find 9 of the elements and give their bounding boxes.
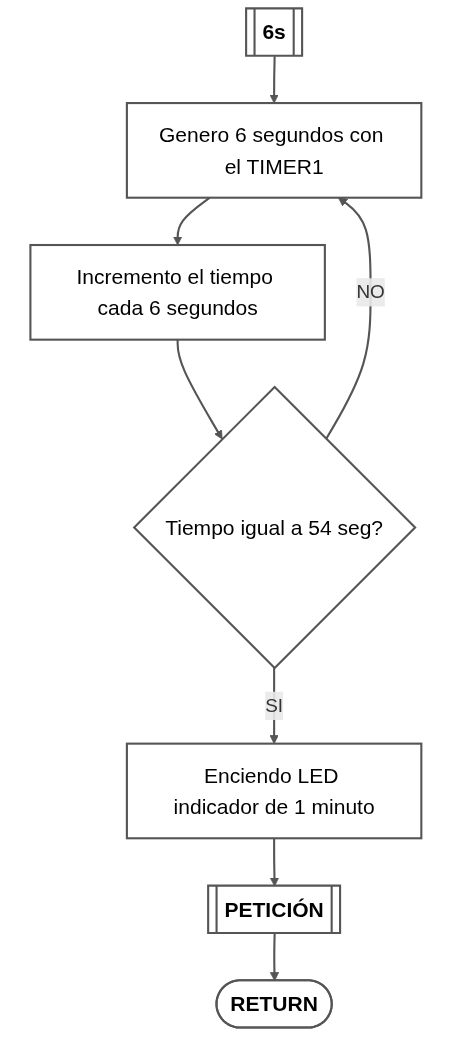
arrow [176,339,223,440]
node-box: Enciendo LED indicador de 1 minuto [125,742,422,840]
arrow [324,197,372,440]
edge-label: SI [264,694,283,716]
node-box: Incremento el tiempo cada 6 segundos [29,243,326,341]
arrow [269,56,279,104]
edge-label: NO [356,281,385,303]
node-box: Genero 6 segundos con el TIMER1 [125,102,422,199]
node-diamond: Tiempo igual a 54 seg? [132,385,417,670]
